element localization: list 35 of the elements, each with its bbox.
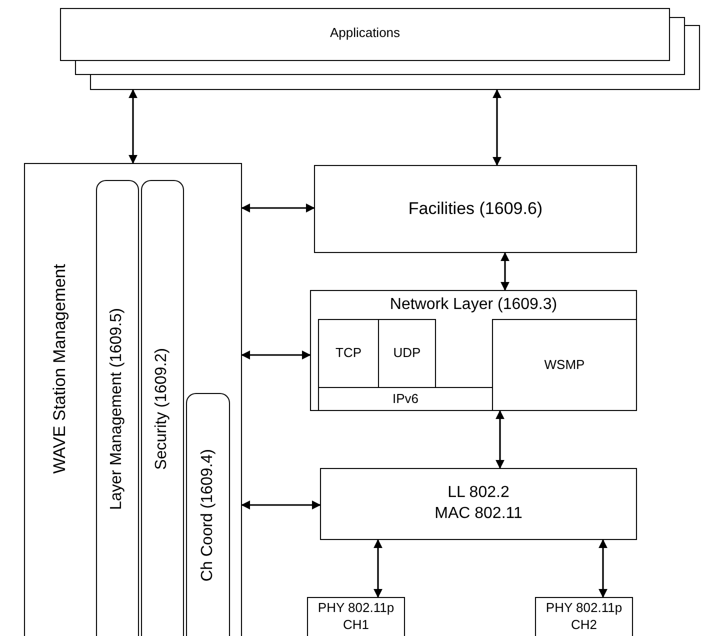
double-arrow — [241, 350, 311, 360]
double-arrow — [492, 89, 502, 166]
double-arrow — [500, 252, 510, 291]
vertical-label: Layer Management (1609.5) — [107, 308, 126, 510]
layer-label: IPv6 — [392, 390, 418, 408]
layer-label: Facilities (1609.6) — [408, 198, 543, 220]
vertical-label: Security (1609.2) — [152, 348, 172, 470]
double-arrow — [241, 204, 315, 212]
management-panel — [24, 163, 242, 636]
vertical-label: WAVE Station Management — [49, 264, 70, 474]
layer-label: UDP — [393, 345, 421, 362]
double-arrow — [374, 539, 382, 598]
layer-box — [320, 468, 637, 540]
layer-box — [378, 319, 436, 388]
rounded-bar — [186, 393, 230, 636]
double-arrow — [128, 89, 138, 164]
layer-box — [535, 597, 633, 636]
layer-box — [314, 165, 637, 253]
rounded-bar — [96, 180, 139, 636]
layer-label: Applications — [328, 25, 402, 42]
layer-label: WSMP — [544, 356, 585, 374]
vertical-label: Ch Coord (1609.4) — [198, 449, 217, 582]
double-arrow — [496, 410, 504, 469]
layer-box — [318, 387, 493, 411]
layer-box — [310, 290, 637, 411]
layer-box — [318, 319, 379, 388]
layer-box — [307, 597, 405, 636]
layer-label: PHY 802.11p CH1 — [316, 600, 396, 634]
rounded-bar — [141, 180, 184, 636]
layer-label: PHY 802.11p CH2 — [544, 600, 624, 634]
layer-title: Network Layer (1609.3) — [390, 295, 558, 315]
double-arrow — [598, 539, 608, 598]
layer-label: TCP — [336, 345, 362, 362]
double-arrow — [241, 500, 321, 510]
layer-label: LL 802.2 MAC 802.11 — [434, 483, 524, 524]
